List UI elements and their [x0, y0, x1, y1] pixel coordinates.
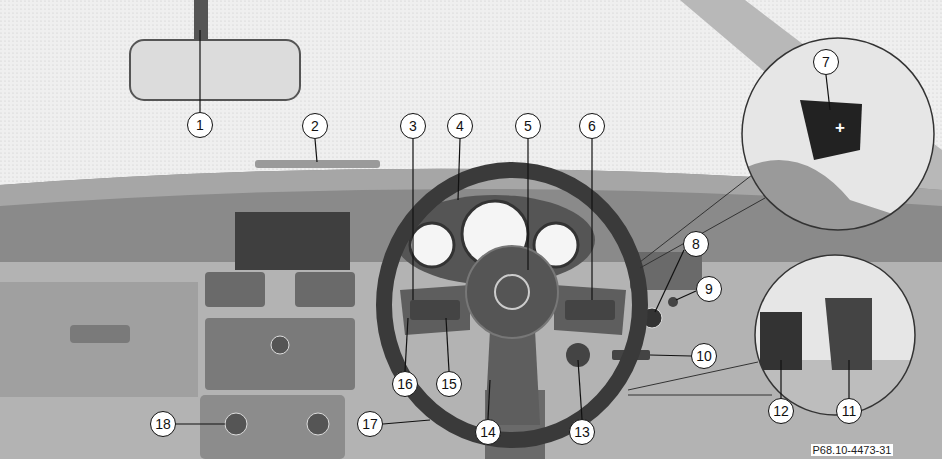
callout-number: 4	[447, 113, 473, 139]
climate-knob	[307, 413, 329, 435]
callout-number: 7	[813, 49, 839, 75]
leader-line	[527, 139, 528, 270]
leader-line	[412, 139, 413, 300]
callout-number: 17	[357, 411, 383, 437]
wheel-buttons	[410, 300, 460, 320]
leader-line	[591, 139, 592, 300]
magnifier-border	[742, 38, 934, 230]
steering-wheel-rim	[384, 170, 640, 440]
leader-line	[676, 291, 696, 300]
wheel-spoke	[554, 285, 626, 335]
switch-detail	[825, 298, 872, 370]
steering-hub	[466, 246, 558, 338]
leader-line	[488, 380, 490, 419]
callout-number: 16	[392, 371, 418, 397]
emblem	[495, 275, 529, 309]
glovebox-handle	[70, 325, 130, 343]
magnifier-content	[740, 100, 942, 240]
leader-line	[848, 360, 849, 398]
mirror-mount	[194, 0, 208, 42]
rear-view-mirror	[130, 40, 300, 100]
leader-line	[199, 30, 200, 112]
callout-number: 1	[187, 112, 213, 138]
magnifier-line	[640, 198, 765, 268]
callout-number: 8	[683, 231, 709, 257]
callout-number: 12	[768, 398, 794, 424]
callout-number: 15	[436, 371, 462, 397]
callout-number: 18	[150, 411, 176, 437]
leader-line	[578, 360, 582, 419]
leader-line	[650, 355, 691, 356]
callout-number: 2	[302, 113, 328, 139]
paddle-symbol: +	[835, 119, 845, 137]
wheel-buttons	[565, 300, 615, 320]
start-button	[668, 297, 678, 307]
leader-line	[405, 318, 408, 371]
control-knob	[271, 336, 289, 354]
callout-number: 3	[400, 113, 426, 139]
leader-line	[458, 139, 460, 200]
air-vent	[295, 272, 355, 307]
wheel-spoke	[400, 285, 470, 335]
magnifier-line	[628, 362, 758, 390]
air-vent	[205, 272, 265, 307]
shift-paddle	[800, 100, 862, 160]
wheel-detail	[740, 160, 942, 240]
glovebox	[0, 282, 198, 397]
callout-number: 11	[836, 398, 862, 424]
leader-line	[826, 75, 830, 110]
climate-panel	[200, 395, 345, 459]
leader-line	[383, 420, 430, 424]
callout-number: 14	[475, 419, 501, 445]
callout-number: 6	[579, 113, 605, 139]
leader-line	[780, 360, 781, 398]
leader-line	[315, 139, 317, 162]
callout-number: 5	[515, 113, 541, 139]
callout-number: 13	[569, 419, 595, 445]
callout-number: 9	[696, 276, 722, 302]
callout-number: 10	[691, 343, 717, 369]
magnifier-line	[640, 175, 752, 262]
magnifier-line	[628, 395, 772, 396]
leader-lines	[176, 30, 849, 424]
wheel-spoke	[485, 330, 540, 425]
climate-knob	[225, 413, 247, 435]
magnifier-border	[755, 255, 915, 415]
leader-line	[655, 250, 684, 312]
control-panel	[205, 318, 355, 390]
figure-code: P68.10-4473-31	[811, 444, 894, 456]
gauge	[410, 223, 454, 267]
display	[235, 212, 350, 270]
leader-line	[446, 318, 449, 371]
leader-line	[176, 423, 225, 424]
